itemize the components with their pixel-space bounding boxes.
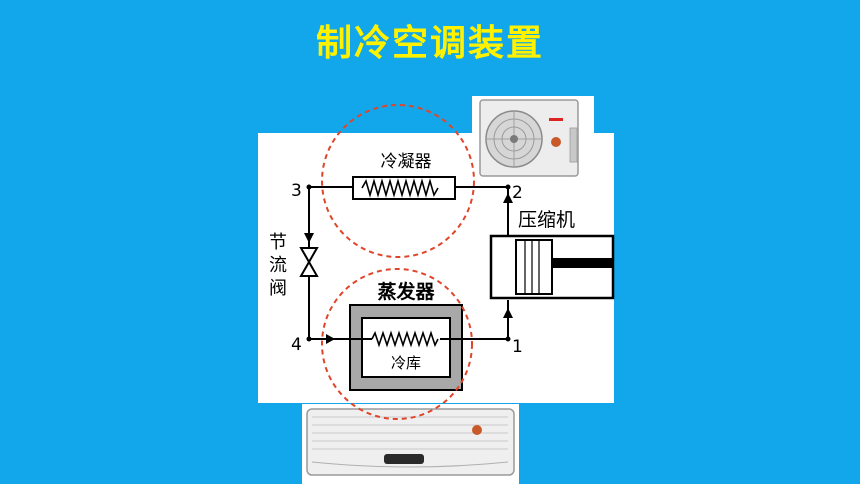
page-title: 制冷空调装置 <box>315 23 544 64</box>
flow-arrows <box>304 193 513 344</box>
point-dots <box>306 184 511 342</box>
point-label-1: 1 <box>512 337 523 357</box>
point-label-4: 4 <box>291 335 302 355</box>
point-label-3: 3 <box>291 181 302 201</box>
throttle-label-3: 阀 <box>269 278 287 299</box>
compressor <box>489 234 615 300</box>
throttle-valve <box>299 247 319 277</box>
condenser-coil <box>361 178 439 198</box>
outdoor-unit-image <box>472 96 594 180</box>
condenser-highlight-circle <box>321 104 475 258</box>
evaporator <box>349 304 463 391</box>
cold-storage-label: 冷库 <box>391 354 421 372</box>
point-label-2: 2 <box>512 183 523 203</box>
evaporator-coil <box>371 330 439 348</box>
indoor-unit-image <box>302 404 519 484</box>
throttle-label-1: 节 <box>269 232 287 253</box>
condenser <box>352 176 456 200</box>
throttle-label-2: 流 <box>269 255 287 276</box>
compressor-label: 压缩机 <box>518 209 575 231</box>
evaporator-highlight-circle <box>321 268 473 420</box>
evaporator-label: 蒸发器 <box>377 280 435 303</box>
condenser-label: 冷凝器 <box>381 152 432 172</box>
dashed-highlight-circles <box>321 104 475 420</box>
